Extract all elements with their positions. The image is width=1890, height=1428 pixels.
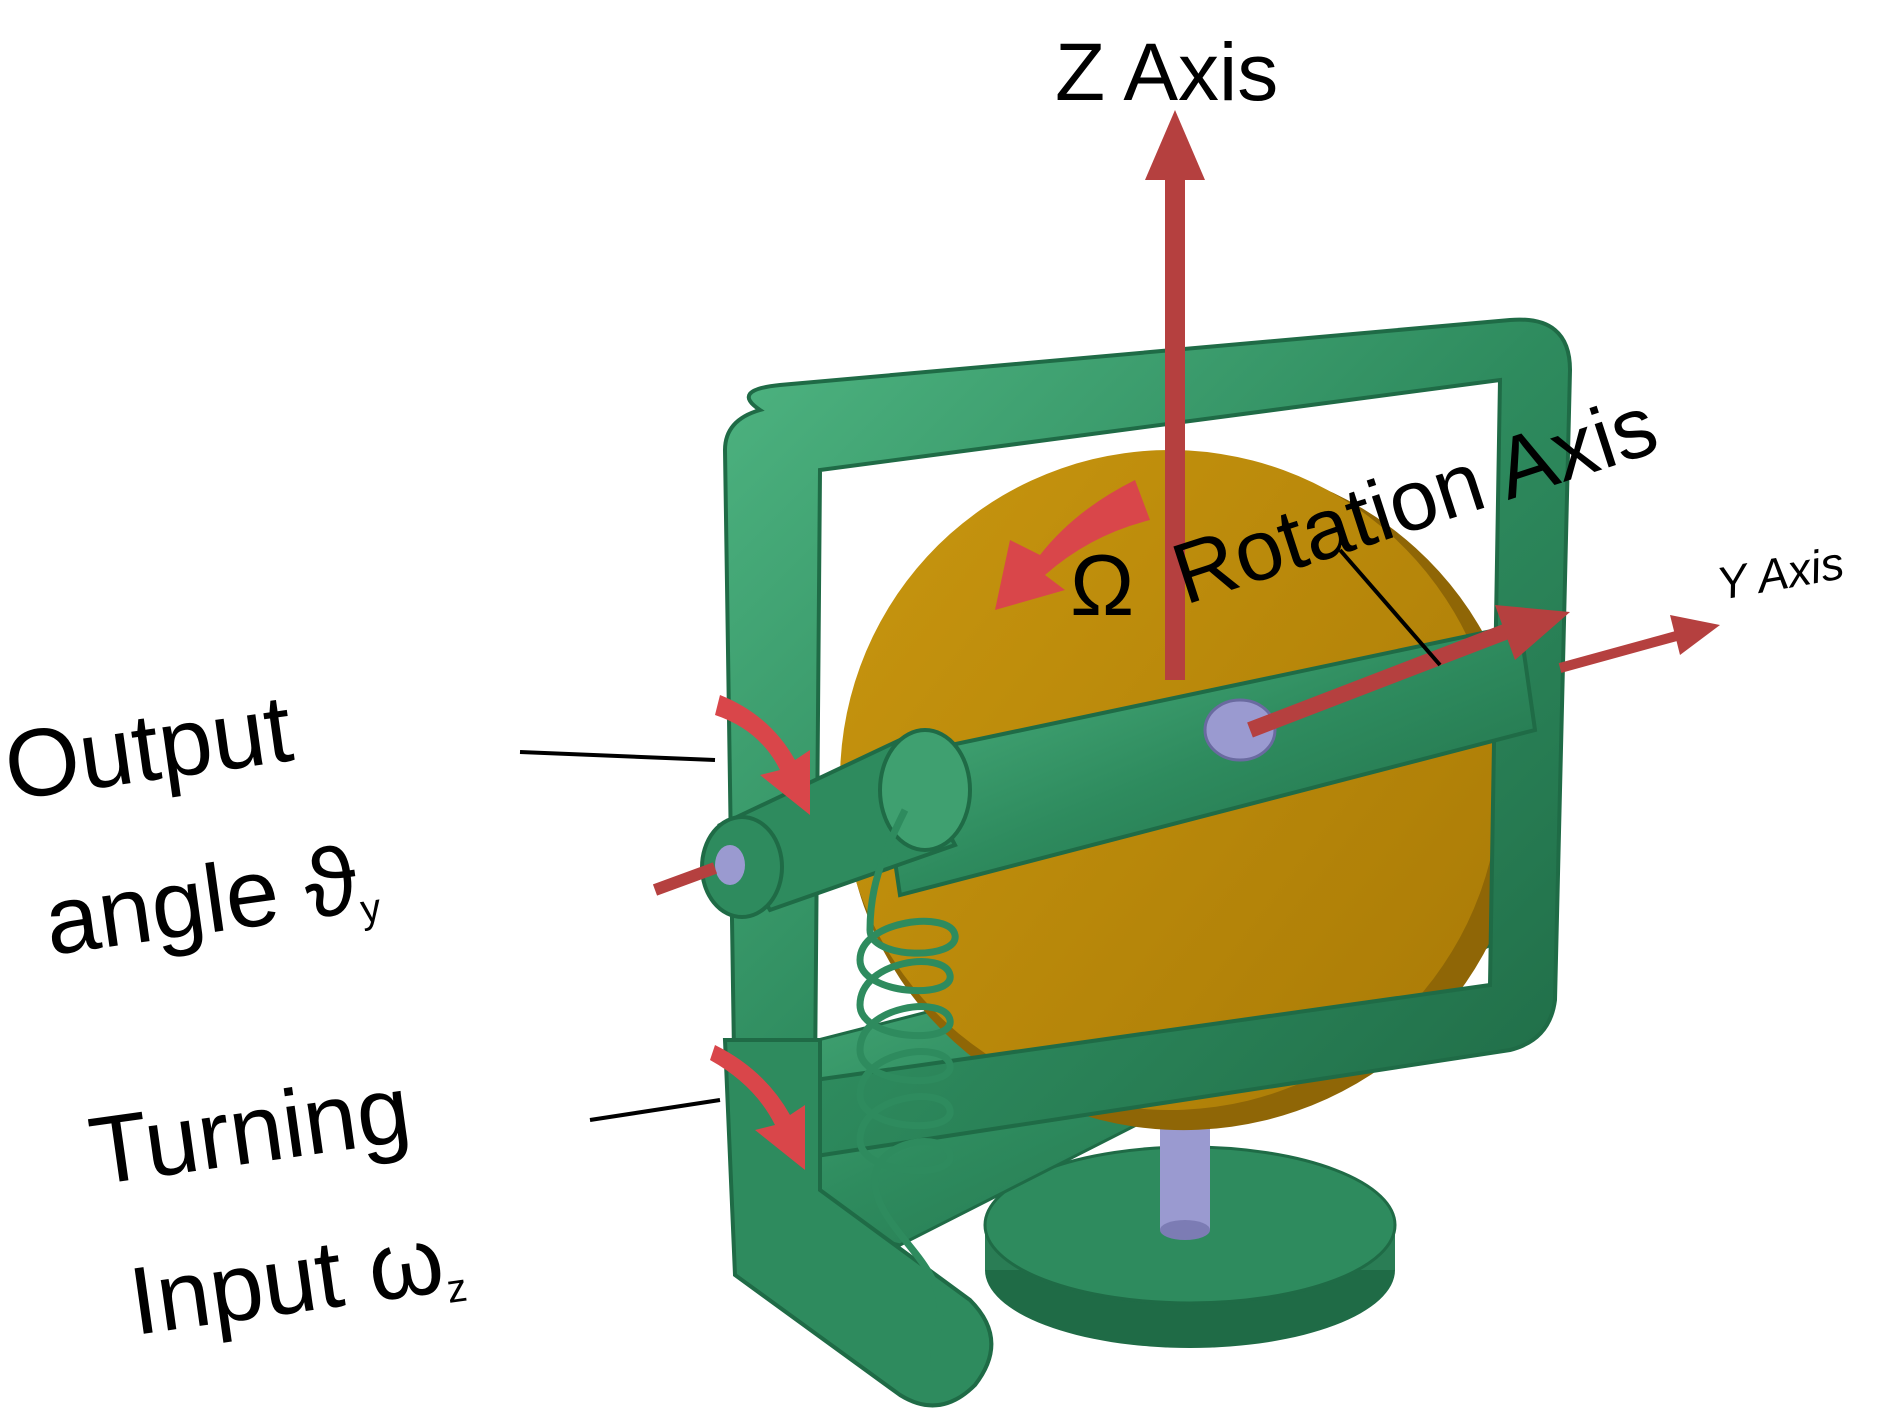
z-axis-label: Z Axis bbox=[1055, 27, 1278, 118]
turning-label-line1: Turning bbox=[83, 1055, 417, 1206]
curved-arrow-icon bbox=[715, 695, 810, 815]
base-disk bbox=[983, 1145, 1397, 1348]
center-pivot bbox=[1203, 698, 1277, 762]
turning-label-line2: Input ωz bbox=[123, 1203, 470, 1356]
leader-turning bbox=[589, 1098, 721, 1122]
y-axis-arrows bbox=[1247, 605, 1720, 738]
output-angle-text: angle ϑ bbox=[38, 826, 364, 976]
coil-spring-icon bbox=[856, 808, 959, 1371]
output-label-line1: Output bbox=[0, 675, 298, 821]
output-label-line2: angle ϑy bbox=[38, 823, 384, 975]
z-axis-arrow bbox=[1145, 110, 1205, 680]
left-pivot bbox=[715, 845, 745, 885]
arrow-head-icon bbox=[1670, 615, 1720, 655]
leader-rotation bbox=[1338, 548, 1442, 667]
arrow-head-icon bbox=[1495, 605, 1570, 660]
arrow-head-icon bbox=[1145, 110, 1205, 180]
output-shaft-arrow bbox=[652, 862, 718, 896]
curved-arrow-icon bbox=[995, 480, 1150, 610]
y-axis-label: Y Axis bbox=[1713, 536, 1848, 609]
leader-output bbox=[519, 750, 716, 762]
omega-label: Ω bbox=[1070, 538, 1134, 634]
turning-input-text: Input ω bbox=[123, 1206, 450, 1356]
curved-arrow-icon bbox=[710, 1045, 805, 1170]
